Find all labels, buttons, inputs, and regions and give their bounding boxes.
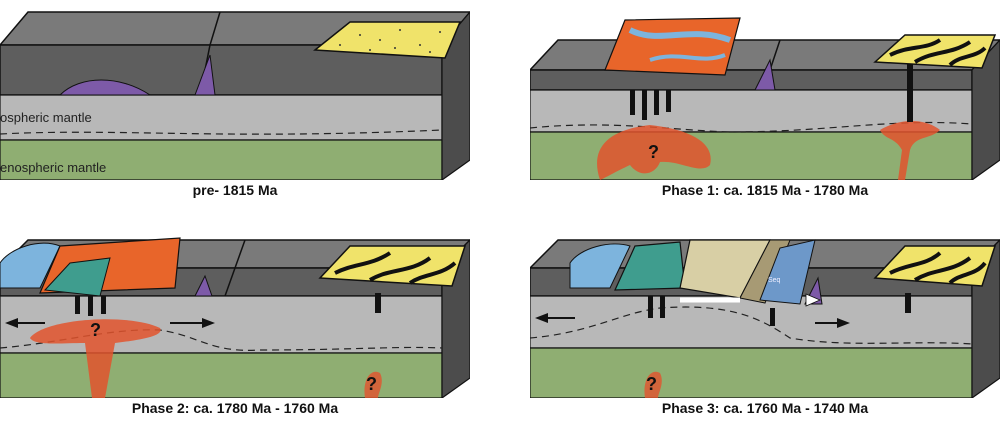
mantle-plume-small <box>364 371 382 398</box>
caption-phase-2: Phase 2: ca. 1780 Ma - 1760 Ma <box>131 400 339 416</box>
water-channel <box>649 53 726 62</box>
block-diagram-phase-3: Seq ? <box>530 239 1000 400</box>
arrowhead-left <box>5 318 18 328</box>
plume-question-mark: ? <box>646 374 657 394</box>
block-side-face <box>441 11 470 182</box>
sediment-intrusions <box>889 38 987 67</box>
sediment-basin <box>313 21 462 59</box>
purple-wedge <box>194 54 216 96</box>
label-asthenospheric-mantle: enospheric mantle <box>0 160 106 175</box>
mantle-plume <box>597 125 711 180</box>
purple-lens <box>58 79 152 96</box>
arrowhead-right <box>202 318 215 328</box>
panel-pre-1815: ospheric mantle enospheric mantle pre- 1… <box>0 0 470 200</box>
label-lithospheric-mantle: ospheric mantle <box>0 110 92 125</box>
block-side-face <box>971 39 1000 182</box>
caption-phase-3: Phase 3: ca. 1760 Ma - 1740 Ma <box>661 400 869 416</box>
water-body <box>569 243 631 289</box>
volcanic-pile <box>604 17 741 76</box>
asthenospheric-mantle <box>530 347 973 399</box>
panel-phase-1: ? Phase 1: ca. 1815 Ma - 1780 Ma <box>530 0 1000 200</box>
sediment-dots <box>339 29 441 53</box>
lab-boundary <box>530 306 973 345</box>
sediment-intrusions <box>334 251 457 285</box>
arrowhead-right <box>837 318 850 328</box>
mantle-plume-small <box>644 371 662 398</box>
lab-boundary <box>0 129 443 135</box>
volcanic-teal <box>614 241 686 291</box>
plume-question-mark: ? <box>648 142 659 162</box>
sequence-blue <box>759 239 816 305</box>
mantle-plume-small <box>880 121 940 180</box>
arrowhead-left <box>535 313 548 323</box>
caption-pre-1815: pre- 1815 Ma <box>192 182 278 198</box>
crust-front <box>530 69 973 91</box>
sequence-label: Seq <box>768 277 781 284</box>
panel-phase-2: ? ? Phase 2: ca. 1780 Ma - 1760 Ma <box>0 218 470 418</box>
block-diagram-pre: ospheric mantle enospheric mantle <box>0 11 470 182</box>
sediment-intrusions <box>889 251 987 285</box>
water-body <box>0 242 61 289</box>
panel-phase-3: Seq ? Phase 3: ca. 1760 M <box>530 218 1000 418</box>
block-diagram-phase-2: ? ? <box>0 237 470 400</box>
plume-question-mark-small: ? <box>366 374 377 394</box>
feeder-dykes <box>630 90 671 120</box>
white-arrowhead <box>805 293 822 307</box>
plume-question-mark: ? <box>90 320 101 340</box>
volcanic-teal <box>43 257 111 297</box>
feeder-dyke <box>375 293 381 313</box>
feeder-dykes <box>648 296 775 326</box>
water-channel <box>628 27 732 43</box>
feeder-dyke <box>905 293 911 313</box>
purple-wedge <box>194 274 213 297</box>
feeder-dyke <box>907 60 913 122</box>
suture-line <box>224 239 246 297</box>
mantle-plume <box>30 319 161 398</box>
block-diagram-phase-1: ? <box>530 17 1000 182</box>
feeder-dykes <box>75 296 106 316</box>
caption-phase-1: Phase 1: ca. 1815 Ma - 1780 Ma <box>661 182 869 198</box>
purple-wedge <box>754 58 776 91</box>
